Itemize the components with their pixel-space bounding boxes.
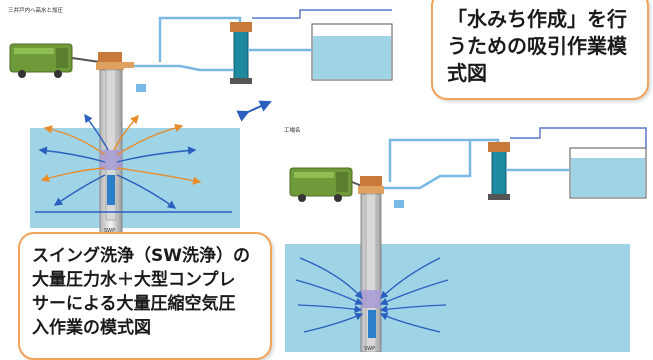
left-compressor [9,43,73,78]
left-wellhead [96,52,134,70]
left-pump-head [107,175,115,205]
left-swp-label: SWP [104,228,115,234]
left-jet-arrows [38,113,202,209]
top-title-label: 三井戸内へ高水と加圧 [8,6,64,14]
callout-top-line-1: 「水みち作成」を行 [447,7,627,31]
callout-bottom-line-4: 入作業の模式図 [32,318,151,338]
right-pump-head [368,310,376,338]
right-compressor [289,167,353,202]
left-water-tank [311,23,393,81]
right-flow-meter [394,200,404,208]
right-wellhead [358,176,384,194]
right-inflow-lines [295,257,449,333]
right-title-label: 工場名 [284,126,301,134]
right-swp-label: SWP [364,346,375,352]
left-air-hose [71,57,101,63]
left-flow-meter [136,84,146,92]
transition-arrow [236,100,272,122]
callout-bottom-line-1: スイング洗浄（SW洗浄）の [32,246,250,266]
callout-top-line-2: うための吸引作業模 [447,34,627,58]
left-aquifer [30,128,240,228]
left-pump-unit [230,22,252,84]
callout-bottom-line-2: 大量圧力水＋大型コンプレ [32,270,236,290]
left-piping [134,9,392,72]
right-water-tank [569,147,647,199]
right-piping [384,127,647,190]
callout-suction-diagram: 「水みち作成」を行 うための吸引作業模 式図 [431,0,649,100]
right-screen-section [361,290,381,308]
diagram-stage: 三井戸内へ高水と加圧 SWP [8,0,649,360]
callout-swing-wash-diagram: スイング洗浄（SW洗浄）の 大量圧力水＋大型コンプレ サーによる大量圧縮空気圧 … [18,232,272,360]
right-pump-unit [488,142,510,200]
schematic-svg: 三井戸内へ高水と加圧 SWP [8,6,647,353]
callout-bottom-line-3: サーによる大量圧縮空気圧 [32,294,236,314]
right-aquifer [285,244,630,352]
left-screen-section [100,150,122,170]
callout-top-line-3: 式図 [447,61,487,85]
